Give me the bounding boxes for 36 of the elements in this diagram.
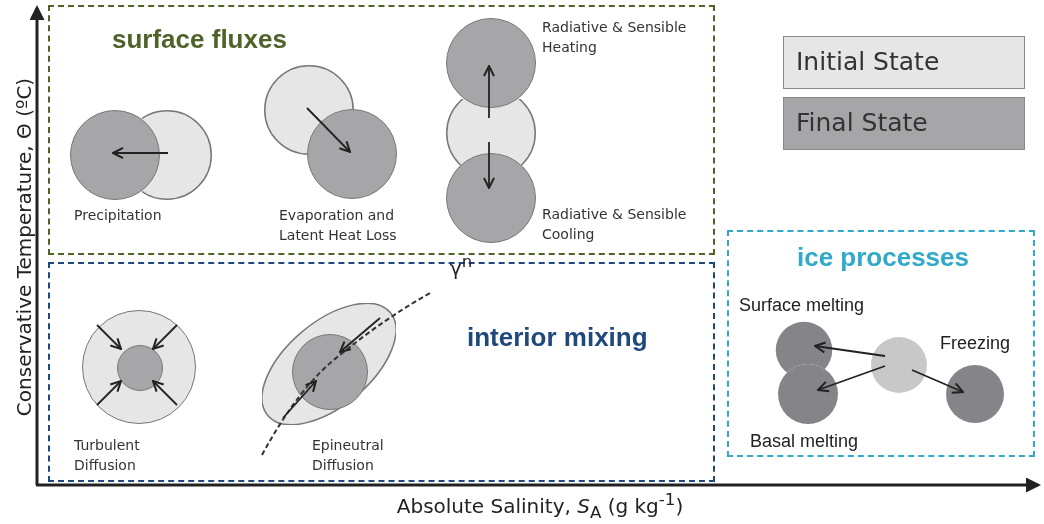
legend-label: Initial State [796,47,940,76]
curve-label: γ$^{n}$ [448,252,474,280]
dashed-group-box [727,230,1035,457]
process-caption: Evaporation and Latent Heat Loss [279,206,398,246]
arrow [339,317,381,353]
process-caption: Epineutral Diffusion [312,436,385,476]
arrow [96,324,122,350]
arrow [482,65,496,119]
arrow [482,141,496,189]
axis-label: Absolute Salinity, S$_{A}$ (g kg$^{-1}$) [395,490,685,522]
dashed-group-box [48,5,715,255]
process-caption: Radiative & Sensible Heating [542,18,688,58]
axis-label: Conservative Temperature, Θ (ºC) [12,76,36,419]
group-title: ice processes [796,242,970,273]
arrow [152,324,178,350]
process-caption: Radiative & Sensible Cooling [542,205,688,245]
arrow [817,365,886,393]
legend-label: Final State [796,108,928,137]
state-circle [778,364,838,424]
arrow [96,380,122,406]
process-caption: Basal melting [750,430,860,453]
process-caption: Precipitation [74,206,163,225]
arrow [814,341,886,357]
arrow [282,380,317,419]
arrow [911,369,964,394]
state-circle [946,365,1004,423]
process-caption: Turbulent Diffusion [74,436,141,476]
arrow [306,107,351,153]
state-circle [871,337,927,393]
process-caption: Surface melting [739,294,866,317]
state-circle [117,345,163,391]
process-caption: Freezing [940,332,1012,355]
arrow [152,380,178,406]
group-title: surface fluxes [112,24,288,55]
group-title: interior mixing [467,322,649,353]
arrow [112,146,169,160]
